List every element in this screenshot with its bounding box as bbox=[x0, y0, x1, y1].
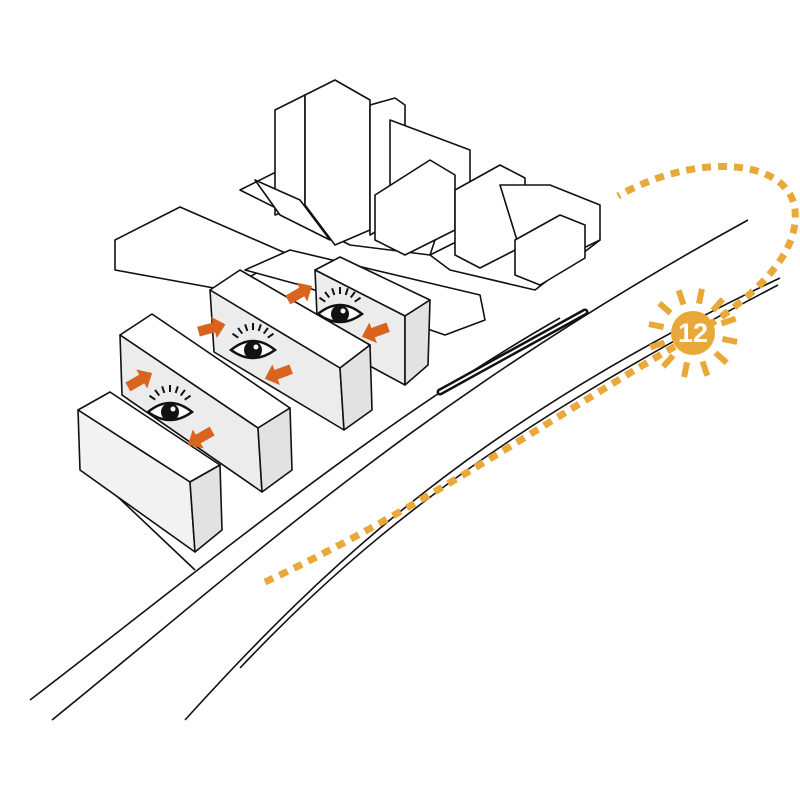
sun-ray bbox=[720, 315, 737, 327]
building-front-block bbox=[77, 391, 223, 553]
eye-icon bbox=[145, 385, 195, 422]
view-arrow-icon bbox=[197, 316, 226, 339]
building-block-3 bbox=[314, 256, 431, 386]
sun-path-dotted bbox=[263, 162, 799, 586]
sun-ray bbox=[657, 300, 673, 316]
sun-ray bbox=[649, 339, 666, 351]
sun-ray bbox=[681, 361, 690, 378]
view-arrow-icon bbox=[285, 282, 313, 305]
eye-icon bbox=[228, 323, 278, 360]
train bbox=[436, 308, 589, 396]
sun-ray bbox=[696, 288, 705, 305]
background-buildings bbox=[114, 79, 601, 336]
sun-ray bbox=[699, 360, 711, 377]
view-arrow-icon bbox=[361, 322, 390, 344]
view-arrow-icon bbox=[264, 364, 293, 386]
sun-ray bbox=[713, 350, 729, 366]
sun-ray bbox=[721, 336, 738, 345]
sun-icon bbox=[648, 288, 738, 378]
sun-ray bbox=[710, 297, 726, 313]
view-arrow-icon bbox=[125, 369, 153, 392]
sun-ray bbox=[675, 289, 687, 306]
view-arrow-icon bbox=[187, 426, 215, 449]
sun-ray bbox=[648, 321, 665, 330]
sun-ray bbox=[660, 353, 676, 369]
eye-icon bbox=[315, 287, 365, 324]
sun-time-label: 12 bbox=[677, 318, 709, 348]
building-block-2 bbox=[209, 269, 373, 431]
